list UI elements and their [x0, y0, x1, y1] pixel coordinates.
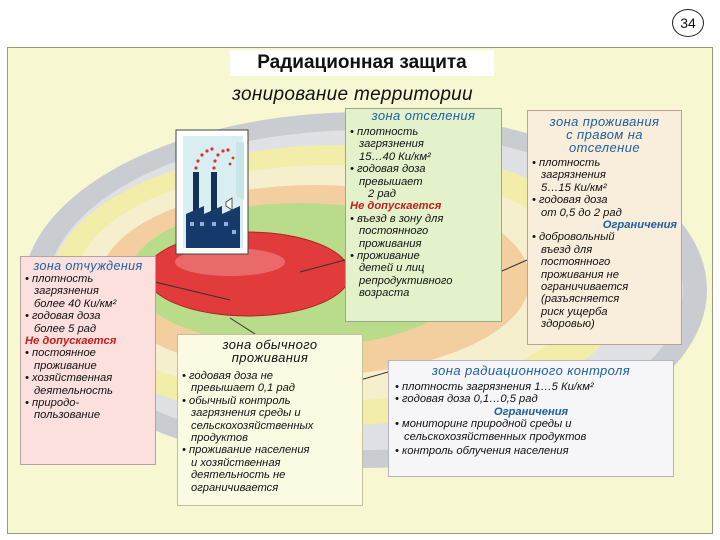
zone-residence-right-restrictions-label: Ограничения [602, 219, 677, 232]
zone-residence-right-restriction: здоровью) [541, 318, 595, 331]
zone-resettlement-item: • годовая доза [350, 163, 426, 176]
zone-exclusion-item: более 5 рад [34, 322, 97, 335]
zone-control-restriction: • мониторинг природной среды и [395, 418, 572, 431]
page-number: 34 [672, 9, 704, 37]
zone-resettlement-prohibited-item: • въезд в зону для [350, 212, 444, 225]
zone-exclusion-prohibited-item: проживание [34, 359, 97, 372]
pointer-exclusion [154, 281, 231, 301]
zone-residence-right-item: 5…15 Ки/км² [541, 181, 607, 194]
zone-residence-right-restriction: ограничивается [541, 281, 629, 294]
zone-resettlement-item: 15…40 Ки/км² [359, 150, 431, 163]
zone-residence-right-heading: отселение [569, 140, 640, 155]
zone-normal-item: • обычный контроль [182, 394, 291, 407]
zone-residence-right-restriction: постоянного [541, 256, 611, 269]
zone-exclusion-prohibited-item: • хозяйственная [25, 372, 113, 385]
zone-control-restriction: • контроль облучения населения [395, 445, 569, 458]
zone-control-item: • годовая доза 0,1…0,5 рад [395, 393, 538, 406]
zone-residence-right-restriction: (разъясняется [541, 293, 620, 306]
zone-residence-right-item: от 0,5 до 2 рад [541, 206, 622, 219]
zone-resettlement-prohibited-item: проживания [359, 237, 422, 250]
zone-resettlement-item: превышает [359, 175, 423, 188]
zone-resettlement-prohibited-item: постоянного [359, 225, 429, 238]
zone-normal-item: • годовая доза не [182, 370, 274, 382]
zone-residence-right-item: • годовая доза [532, 194, 608, 207]
zone-residence-right-item: • плотность [532, 157, 601, 169]
zone-exclusion-card: зона отчуждения • плотность загрязнения … [20, 256, 156, 465]
radiation-emission-icon [194, 147, 235, 170]
zone-normal-item: деятельность не [191, 469, 286, 482]
zone-exclusion-prohibited-item: пользование [34, 409, 101, 422]
zone-residence-right-restriction: проживания не [541, 268, 619, 281]
zone-normal-item: и хозяйственная [191, 456, 281, 469]
zone-normal-item: ограничивается [191, 481, 279, 494]
zone-normal-item: сельскохозяйственных [191, 419, 314, 432]
zone-resettlement-prohibited-item: репродуктивного [359, 274, 453, 287]
zone-exclusion-prohibited-item: • постоянное [25, 347, 96, 360]
zone-control-card: зона радиационного контроля • плотность … [388, 360, 674, 477]
zone-normal-heading: зона обычного [222, 337, 318, 352]
zone-core-highlight [175, 248, 285, 276]
zone-normal-item: загрязнения среды и [191, 407, 301, 420]
zone-control-heading: зона радиационного контроля [431, 363, 631, 378]
zone-resettlement-prohibited-item: • проживание [350, 250, 420, 263]
zone-exclusion-prohibited-item: • природо- [25, 397, 80, 410]
zone-resettlement-prohibited-item: возраста [359, 287, 410, 300]
zone-resettlement-prohibited-label: Не допускается [350, 200, 442, 213]
zone-resettlement-item: • плотность [350, 126, 419, 138]
zone-normal-heading: проживания [231, 350, 309, 365]
zone-exclusion-item: загрязнения [34, 285, 99, 298]
zone-residence-right-restriction: • добровольный [532, 231, 615, 244]
zone-resettlement-heading: зона отселения [371, 108, 476, 123]
zone-residence-right-heading: зона проживания [549, 114, 660, 129]
zone-exclusion-item: более 40 Ки/км² [34, 297, 117, 310]
zone-normal-item: продуктов [191, 432, 248, 445]
zone-residence-right-restriction: въезд для [541, 243, 593, 256]
zone-normal-card: зона обычного проживания • годовая доза … [177, 334, 363, 506]
zone-resettlement-prohibited-item: детей и лиц [359, 262, 425, 275]
slide-subtitle: зонирование территории [232, 84, 473, 105]
zone-exclusion-item: • плотность [25, 273, 94, 285]
zone-residence-right-heading: с правом на [566, 127, 643, 142]
slide-title: Радиационная защита [230, 50, 494, 76]
zone-control-restrictions-label: Ограничения [493, 405, 569, 418]
zone-residence-right-restriction: риск ущерба [541, 305, 608, 318]
zone-resettlement-item: загрязнения [359, 138, 424, 151]
zone-residence-right-item: загрязнения [541, 169, 606, 182]
zone-control-item: • плотность загрязнения 1…5 Ки/км² [395, 381, 594, 393]
zone-normal-item: превышает 0,1 рад [191, 382, 295, 395]
zone-normal-item: • проживание населения [182, 444, 310, 457]
zone-exclusion-heading: зона отчуждения [33, 259, 143, 273]
zone-resettlement-card: зона отселения • плотность загрязнения 1… [345, 108, 502, 322]
zone-exclusion-prohibited-item: деятельность [34, 384, 113, 397]
nuclear-plant-icon [175, 129, 249, 255]
zone-exclusion-prohibited-label: Не допускается [25, 335, 117, 348]
zone-control-restriction: сельскохозяйственных продуктов [404, 430, 587, 443]
pointer-resettlement [299, 259, 346, 273]
zone-residence-right-card: зона проживания с правом на отселение • … [527, 110, 682, 345]
zone-resettlement-item: 2 рад [368, 188, 396, 201]
pointer-normal [229, 317, 256, 335]
pointer-control [359, 371, 389, 381]
zone-exclusion-item: • годовая доза [25, 310, 101, 323]
